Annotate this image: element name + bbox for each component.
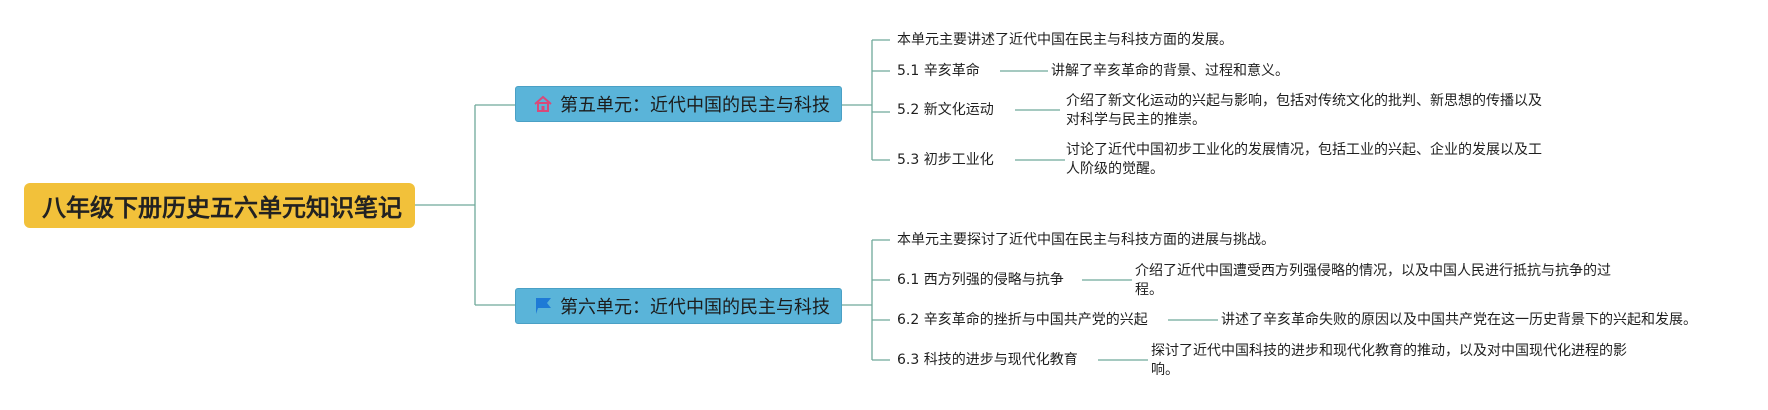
unit6-section-2[interactable]: 6.2 辛亥革命的挫折与中国共产党的兴起 (897, 312, 1148, 328)
unit6-connector (842, 239, 890, 361)
root-node-title[interactable]: 八年级下册历史五六单元知识笔记 (24, 183, 415, 228)
unit5-node[interactable]: 第五单元：近代中国的民主与科技 (515, 86, 842, 122)
unit6-label: 第六单元：近代中国的民主与科技 (560, 297, 830, 318)
flag-icon (532, 295, 554, 317)
unit6-section-1-detail[interactable]: 介绍了近代中国遭受西方列强侵略的情况，以及中国人民进行抵抗与抗争的过程。 (1135, 263, 1611, 298)
unit5-section-3[interactable]: 5.3 初步工业化 (897, 152, 994, 168)
root-connector (415, 104, 515, 306)
unit6-node[interactable]: 第六单元：近代中国的民主与科技 (515, 288, 842, 324)
unit5-section-1-detail[interactable]: 讲解了辛亥革命的背景、过程和意义。 (1051, 63, 1289, 79)
unit5-section-2-detail[interactable]: 介绍了新文化运动的兴起与影响，包括对传统文化的批判、新思想的传播以及对科学与民主… (1066, 93, 1542, 128)
unit6-section-3[interactable]: 6.3 科技的进步与现代化教育 (897, 352, 1078, 368)
unit5-label: 第五单元：近代中国的民主与科技 (560, 95, 830, 116)
unit6-summary[interactable]: 本单元主要探讨了近代中国在民主与科技方面的进展与挑战。 (897, 232, 1275, 248)
unit5-section-2[interactable]: 5.2 新文化运动 (897, 102, 994, 118)
unit6-section-1[interactable]: 6.1 西方列强的侵略与抗争 (897, 272, 1064, 288)
unit5-summary[interactable]: 本单元主要讲述了近代中国在民主与科技方面的发展。 (897, 32, 1233, 48)
unit5-section-3-detail[interactable]: 讨论了近代中国初步工业化的发展情况，包括工业的兴起、企业的发展以及工人阶级的觉醒… (1066, 142, 1542, 177)
unit5-connector (842, 39, 890, 161)
unit6-section-3-detail[interactable]: 探讨了近代中国科技的进步和现代化教育的推动，以及对中国现代化进程的影响。 (1151, 343, 1627, 378)
home-icon (532, 93, 554, 115)
unit6-section-2-detail[interactable]: 讲述了辛亥革命失败的原因以及中国共产党在这一历史背景下的兴起和发展。 (1221, 312, 1697, 328)
unit5-section-1[interactable]: 5.1 辛亥革命 (897, 63, 980, 79)
